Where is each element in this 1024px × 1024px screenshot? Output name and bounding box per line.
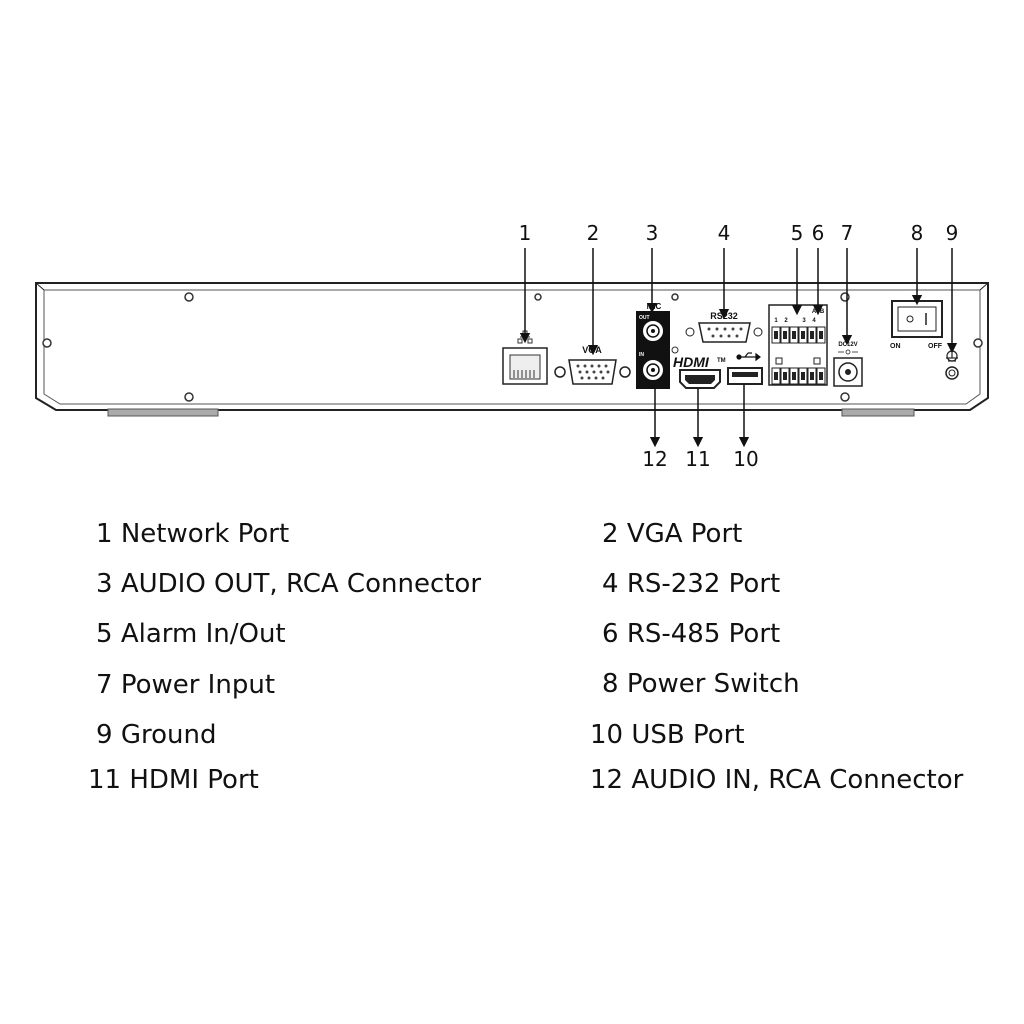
callout-3: 3 — [646, 221, 659, 245]
usb-port — [727, 352, 763, 385]
legend-item: 4 RS-232 Port — [602, 569, 780, 599]
legend-label: RS-232 Port — [626, 569, 781, 599]
legend-label: Ground — [120, 720, 217, 750]
callout-6: 6 — [812, 221, 825, 245]
legend-label: VGA Port — [626, 519, 743, 549]
on-label: ON — [890, 343, 901, 350]
callout-11: 11 — [685, 447, 710, 471]
legend-label: USB Port — [631, 720, 745, 750]
out-label: OUT — [639, 315, 650, 321]
legend-label: AUDIO OUT, RCA Connector — [120, 569, 482, 599]
callout-numbers: 1 2 3 4 5 6 7 8 9 12 11 10 — [519, 221, 959, 471]
legend-number: 2 — [602, 519, 619, 549]
legend-label: Alarm In/Out — [120, 619, 286, 649]
network-port — [502, 330, 548, 385]
polarity-icon — [838, 349, 858, 355]
hdmi-tm: TM — [717, 358, 726, 364]
legend-number: 9 — [96, 720, 113, 750]
vga-label: VGA — [582, 345, 602, 355]
legend-item: 7 Power Input — [96, 670, 275, 700]
rear-panel-diagram: VGA MIC OUT IN RS232 HDMI TM — [35, 221, 989, 471]
legend-item: 6 RS-485 Port — [602, 619, 780, 649]
callout-2: 2 — [587, 221, 600, 245]
legend-number: 4 — [602, 569, 619, 599]
audio-in-connector — [641, 358, 665, 382]
callout-5: 5 — [791, 221, 804, 245]
audio-out-connector — [641, 319, 665, 343]
legend-number: 5 — [96, 619, 113, 649]
callout-1: 1 — [519, 221, 532, 245]
legend-number: 1 — [96, 519, 113, 549]
callout-8: 8 — [911, 221, 924, 245]
legend-label: AUDIO IN, RCA Connector — [631, 765, 964, 795]
off-label: OFF — [928, 343, 943, 350]
legend-item: 3 AUDIO OUT, RCA Connector — [96, 569, 481, 599]
callout-10: 10 — [733, 447, 758, 471]
legend-label: Network Port — [120, 519, 290, 549]
callout-7: 7 — [841, 221, 854, 245]
legend-number: 8 — [602, 669, 619, 699]
term-label-b: B — [820, 309, 825, 315]
right-foot — [841, 408, 915, 417]
audio-block: MIC OUT IN — [636, 302, 679, 389]
callout-arrows — [519, 248, 958, 448]
legend-item: 1 Network Port — [96, 519, 289, 549]
legend-number: 3 — [96, 569, 113, 599]
legend-item: 10 USB Port — [590, 720, 745, 750]
legend-label: Power Input — [120, 670, 276, 700]
term-label-2: 2 — [784, 318, 788, 324]
hdmi-port: HDMI TM — [673, 354, 726, 389]
callout-12: 12 — [642, 447, 667, 471]
legend-number: 11 — [88, 765, 122, 795]
left-foot — [107, 408, 219, 417]
legend-item: 9 Ground — [96, 720, 216, 750]
usb-icon — [736, 352, 761, 362]
legend-label: Power Switch — [626, 669, 800, 699]
legend-item: 12 AUDIO IN, RCA Connector — [590, 765, 963, 795]
legend-item: 8 Power Switch — [602, 669, 800, 699]
legend-number: 12 — [590, 765, 624, 795]
legend-item: 5 Alarm In/Out — [96, 619, 286, 649]
legend-label: HDMI Port — [129, 765, 259, 795]
term-label-4: 4 — [812, 318, 816, 324]
legend-item: 2 VGA Port — [602, 519, 742, 549]
term-label-a: A — [812, 309, 817, 315]
in-label: IN — [639, 352, 644, 358]
terminal-block: A B 1 2 3 4 — [768, 304, 828, 386]
callout-9: 9 — [946, 221, 959, 245]
legend-number: 10 — [590, 720, 624, 750]
legend-number: 6 — [602, 619, 619, 649]
hdmi-logo: HDMI — [673, 354, 710, 370]
legend-number: 7 — [96, 670, 113, 700]
term-label-3: 3 — [802, 318, 806, 324]
dc12v-label: DC12V — [838, 342, 857, 348]
mic-label: MIC — [647, 302, 662, 311]
legend-label: RS-485 Port — [626, 619, 781, 649]
callout-4: 4 — [718, 221, 731, 245]
term-label-1: 1 — [774, 318, 778, 324]
legend-item: 11 HDMI Port — [88, 765, 259, 795]
